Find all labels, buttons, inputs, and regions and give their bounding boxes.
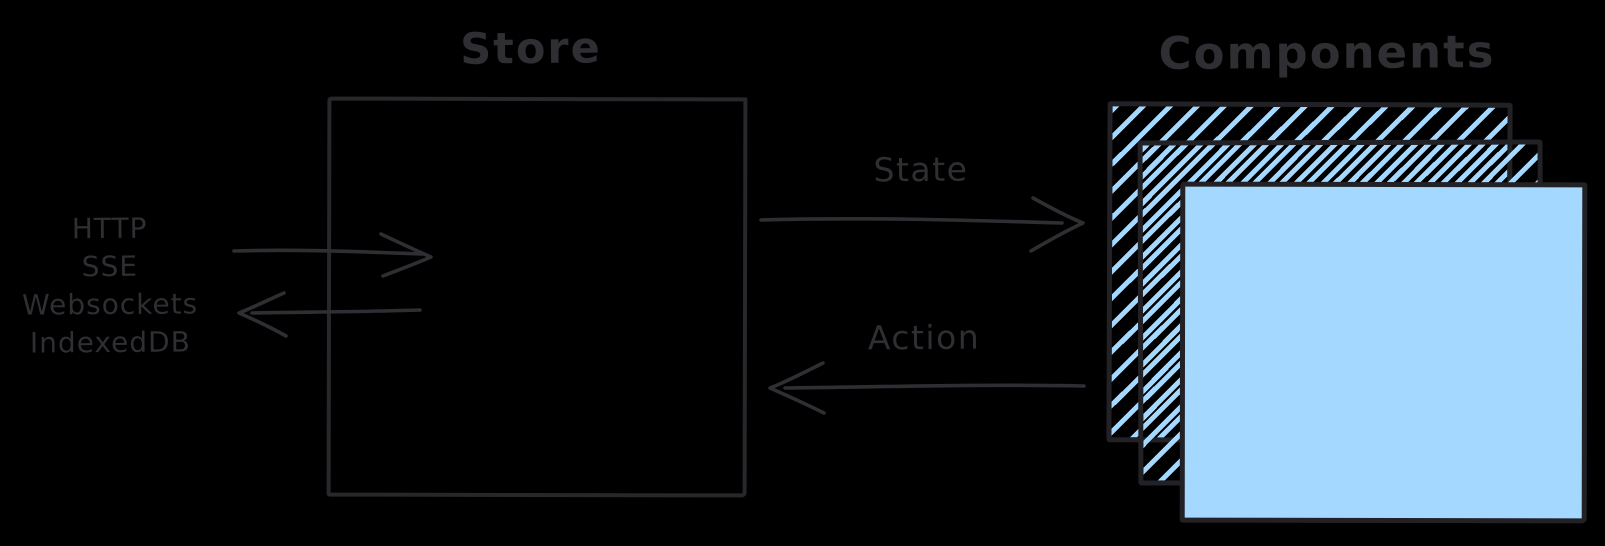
component-layer-front	[1179, 181, 1588, 524]
state-label: State	[873, 149, 969, 190]
action-label: Action	[867, 317, 981, 358]
state-arrow	[759, 196, 1085, 253]
channel-item: HTTP	[71, 211, 148, 246]
store-box	[326, 96, 748, 498]
channel-item: SSE	[81, 249, 139, 284]
channel-item: Websockets	[21, 287, 199, 322]
channel-item: IndexedDB	[29, 325, 192, 360]
channel-list: HTTP SSE Websockets IndexedDB	[13, 209, 206, 362]
components-title: Components	[1158, 25, 1496, 80]
action-arrow	[768, 361, 1086, 415]
store-title: Store	[460, 23, 602, 75]
